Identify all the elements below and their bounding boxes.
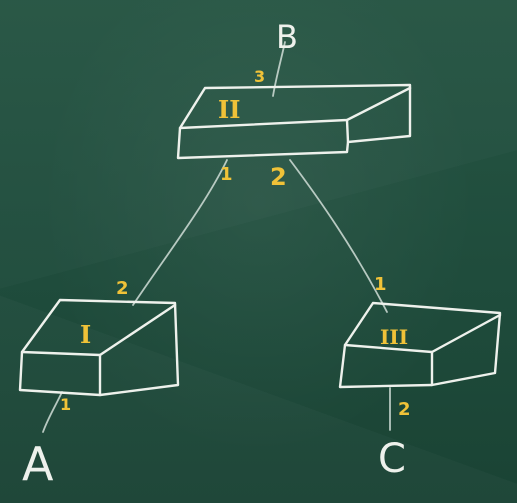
block-iii-label: III — [380, 325, 408, 349]
block-iii-outline — [338, 301, 502, 389]
wire-top-port2-to-right-port1 — [289, 159, 388, 313]
block-ii-outline — [176, 83, 412, 160]
block-i-top-edge — [20, 303, 177, 357]
block-ii-port-1: 1 — [220, 164, 233, 185]
block-iii-top-edge — [343, 313, 502, 354]
terminal-b: B — [276, 18, 298, 56]
block-i-label: I — [80, 320, 91, 349]
terminal-a: A — [22, 437, 54, 491]
wire-top-port1-to-left-port2 — [132, 159, 228, 306]
block-iii-port-2: 2 — [398, 399, 411, 420]
block-i: I 1 2 — [18, 278, 180, 414]
block-ii-label: II — [218, 95, 240, 124]
block-iii-port-1: 1 — [374, 274, 387, 295]
block-ii: II 1 2 3 — [176, 67, 412, 191]
block-iii: III 1 2 — [338, 274, 502, 420]
block-i-port-2: 2 — [116, 278, 129, 299]
block-ii-port-3: 3 — [254, 67, 265, 86]
block-i-port-1: 1 — [60, 395, 71, 414]
wire-a-to-left-port1 — [42, 391, 63, 433]
wire-b-to-top-port3 — [272, 41, 286, 97]
block-i-outline — [18, 298, 180, 397]
terminal-c: C — [378, 436, 406, 482]
block-ii-top-edge — [178, 86, 412, 130]
block-ii-port-2: 2 — [270, 163, 287, 191]
block-ii-front-face — [345, 118, 350, 144]
